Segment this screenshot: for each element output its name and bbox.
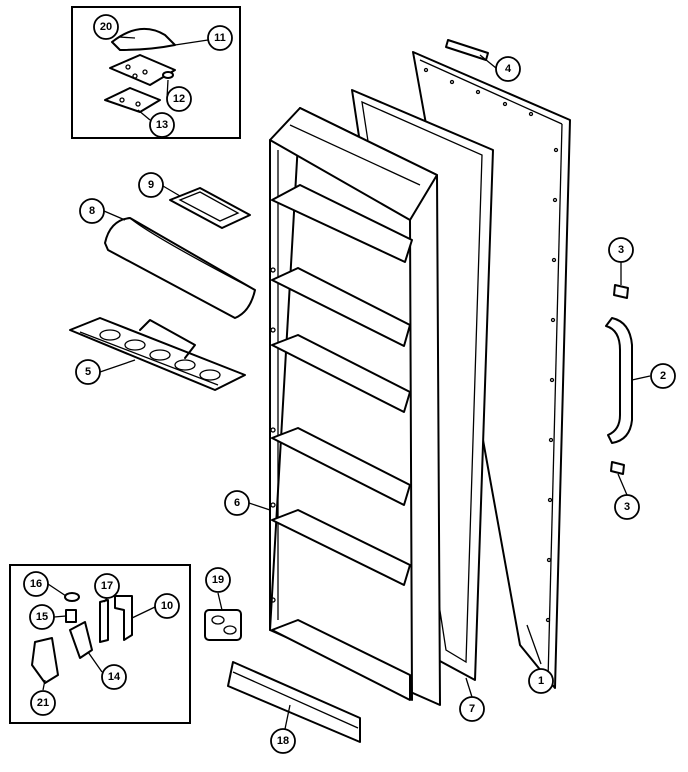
callout-18: 18	[270, 728, 296, 754]
callout-3-bottom: 3	[614, 494, 640, 520]
callout-label: 19	[212, 574, 224, 586]
callout-label: 5	[85, 366, 91, 378]
callout-label: 6	[234, 497, 240, 509]
callout-6: 6	[224, 490, 250, 516]
callout-13: 13	[149, 112, 175, 138]
callout-10: 10	[154, 593, 180, 619]
callout-2: 2	[650, 363, 676, 389]
callout-label: 1	[538, 675, 544, 687]
hinge-pin-assembly	[204, 609, 242, 641]
callout-9: 9	[138, 172, 164, 198]
hinge-inset-box	[71, 6, 241, 139]
callout-label: 13	[156, 119, 168, 131]
callout-label: 20	[100, 21, 112, 33]
bottom-trim-bar	[227, 661, 361, 743]
callout-label: 2	[660, 370, 666, 382]
callout-label: 3	[618, 244, 624, 256]
callout-8: 8	[79, 198, 105, 224]
callout-label: 8	[89, 205, 95, 217]
callout-15: 15	[29, 604, 55, 630]
handle-cap-top	[613, 284, 629, 299]
callout-label: 14	[108, 671, 121, 683]
callout-label: 17	[101, 580, 113, 592]
callout-label: 21	[37, 697, 49, 709]
callout-1: 1	[528, 668, 554, 694]
callout-3-top: 3	[608, 237, 634, 263]
handle-cap-bottom	[610, 461, 625, 475]
callout-16: 16	[23, 571, 49, 597]
dairy-door	[169, 187, 251, 229]
callout-19: 19	[205, 567, 231, 593]
callout-5: 5	[75, 359, 101, 385]
leader-lines	[42, 36, 651, 730]
callout-label: 12	[173, 93, 185, 105]
door-handle	[605, 317, 633, 444]
callout-label: 16	[30, 578, 42, 590]
inner-door-liner	[269, 107, 441, 706]
callout-17: 17	[94, 573, 120, 599]
callout-label: 9	[148, 179, 154, 191]
callout-label: 18	[277, 735, 289, 747]
callout-label: 10	[161, 600, 173, 612]
callout-20: 20	[93, 14, 119, 40]
callout-14: 14	[101, 664, 127, 690]
egg-tray	[69, 317, 246, 391]
crisper-cover	[104, 217, 256, 319]
callout-label: 11	[214, 32, 226, 44]
callout-label: 3	[624, 501, 630, 513]
callout-12: 12	[166, 86, 192, 112]
callout-7: 7	[459, 696, 485, 722]
callout-label: 4	[505, 63, 512, 75]
callout-label: 7	[469, 703, 475, 715]
callout-label: 15	[36, 611, 48, 623]
callout-11: 11	[207, 25, 233, 51]
callout-4: 4	[495, 56, 521, 82]
callout-21: 21	[30, 690, 56, 716]
